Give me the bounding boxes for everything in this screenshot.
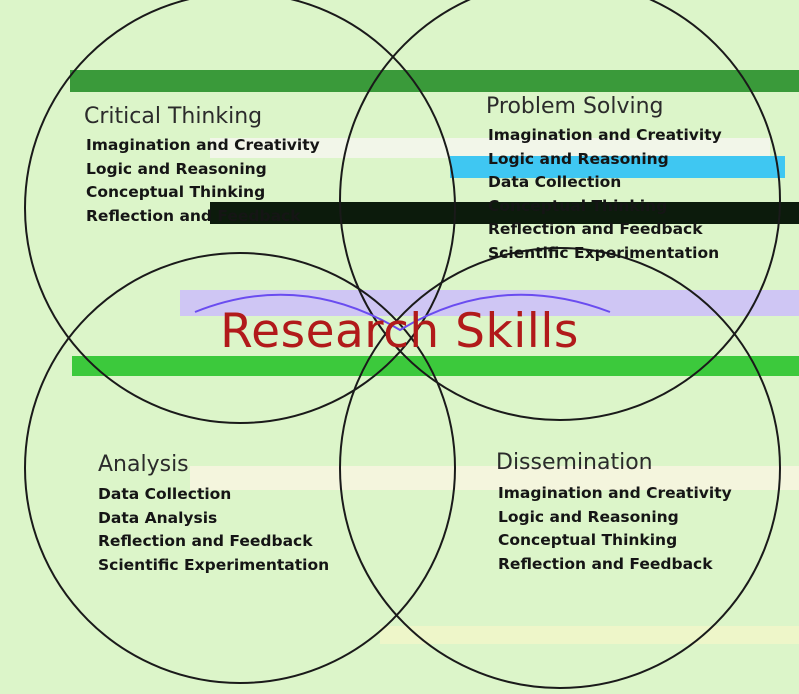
decorative-band <box>450 156 785 178</box>
list-item: Logic and Reasoning <box>86 159 267 178</box>
circle-dissemination <box>339 247 781 689</box>
list-analysis: Data Collection Data Analysis Reflection… <box>98 483 329 577</box>
list-item: Scientific Experimentation <box>488 243 720 262</box>
list-item: Data Collection <box>98 485 232 503</box>
list-item: Scientific Experimentation <box>98 555 330 574</box>
list-problem-solving: Imagination and Creativity Logic and Rea… <box>488 124 722 265</box>
list-item: Reflection and Feedback <box>488 220 703 238</box>
circle-problem-solving <box>339 0 781 421</box>
diagram-title: Research Skills <box>220 304 579 359</box>
accent-arc <box>194 293 611 332</box>
heading-analysis: Analysis <box>98 452 189 477</box>
list-critical-thinking: Imagination and Creativity Logic and Rea… <box>86 134 320 228</box>
list-item: Imagination and Creativity <box>488 126 722 144</box>
list-dissemination: Imagination and Creativity Logic and Rea… <box>498 482 732 576</box>
list-item: Reflection and Feedback <box>498 554 713 573</box>
list-item: Conceptual Thinking <box>488 196 668 215</box>
list-item: Reflection and Feedback <box>98 532 313 550</box>
list-item: Conceptual Thinking <box>498 531 678 549</box>
decorative-band <box>380 626 799 644</box>
decorative-band <box>70 70 799 92</box>
decorative-band <box>72 356 799 376</box>
decorative-band <box>210 202 799 224</box>
decorative-band <box>210 138 770 158</box>
list-item: Data Collection <box>488 173 622 191</box>
list-item: Conceptual Thinking <box>86 183 266 201</box>
heading-critical-thinking: Critical Thinking <box>84 104 263 129</box>
list-item: Logic and Reasoning <box>498 507 679 526</box>
list-item: Imagination and Creativity <box>498 484 732 502</box>
list-item: Imagination and Creativity <box>86 136 320 154</box>
list-item: Logic and Reasoning <box>488 149 669 168</box>
circle-analysis <box>24 252 456 684</box>
list-item: Reflection and Feedback <box>86 206 301 225</box>
heading-problem-solving: Problem Solving <box>486 94 664 119</box>
decorative-band <box>190 466 799 490</box>
heading-dissemination: Dissemination <box>496 450 653 475</box>
circle-critical-thinking <box>24 0 456 424</box>
list-item: Data Analysis <box>98 508 218 527</box>
